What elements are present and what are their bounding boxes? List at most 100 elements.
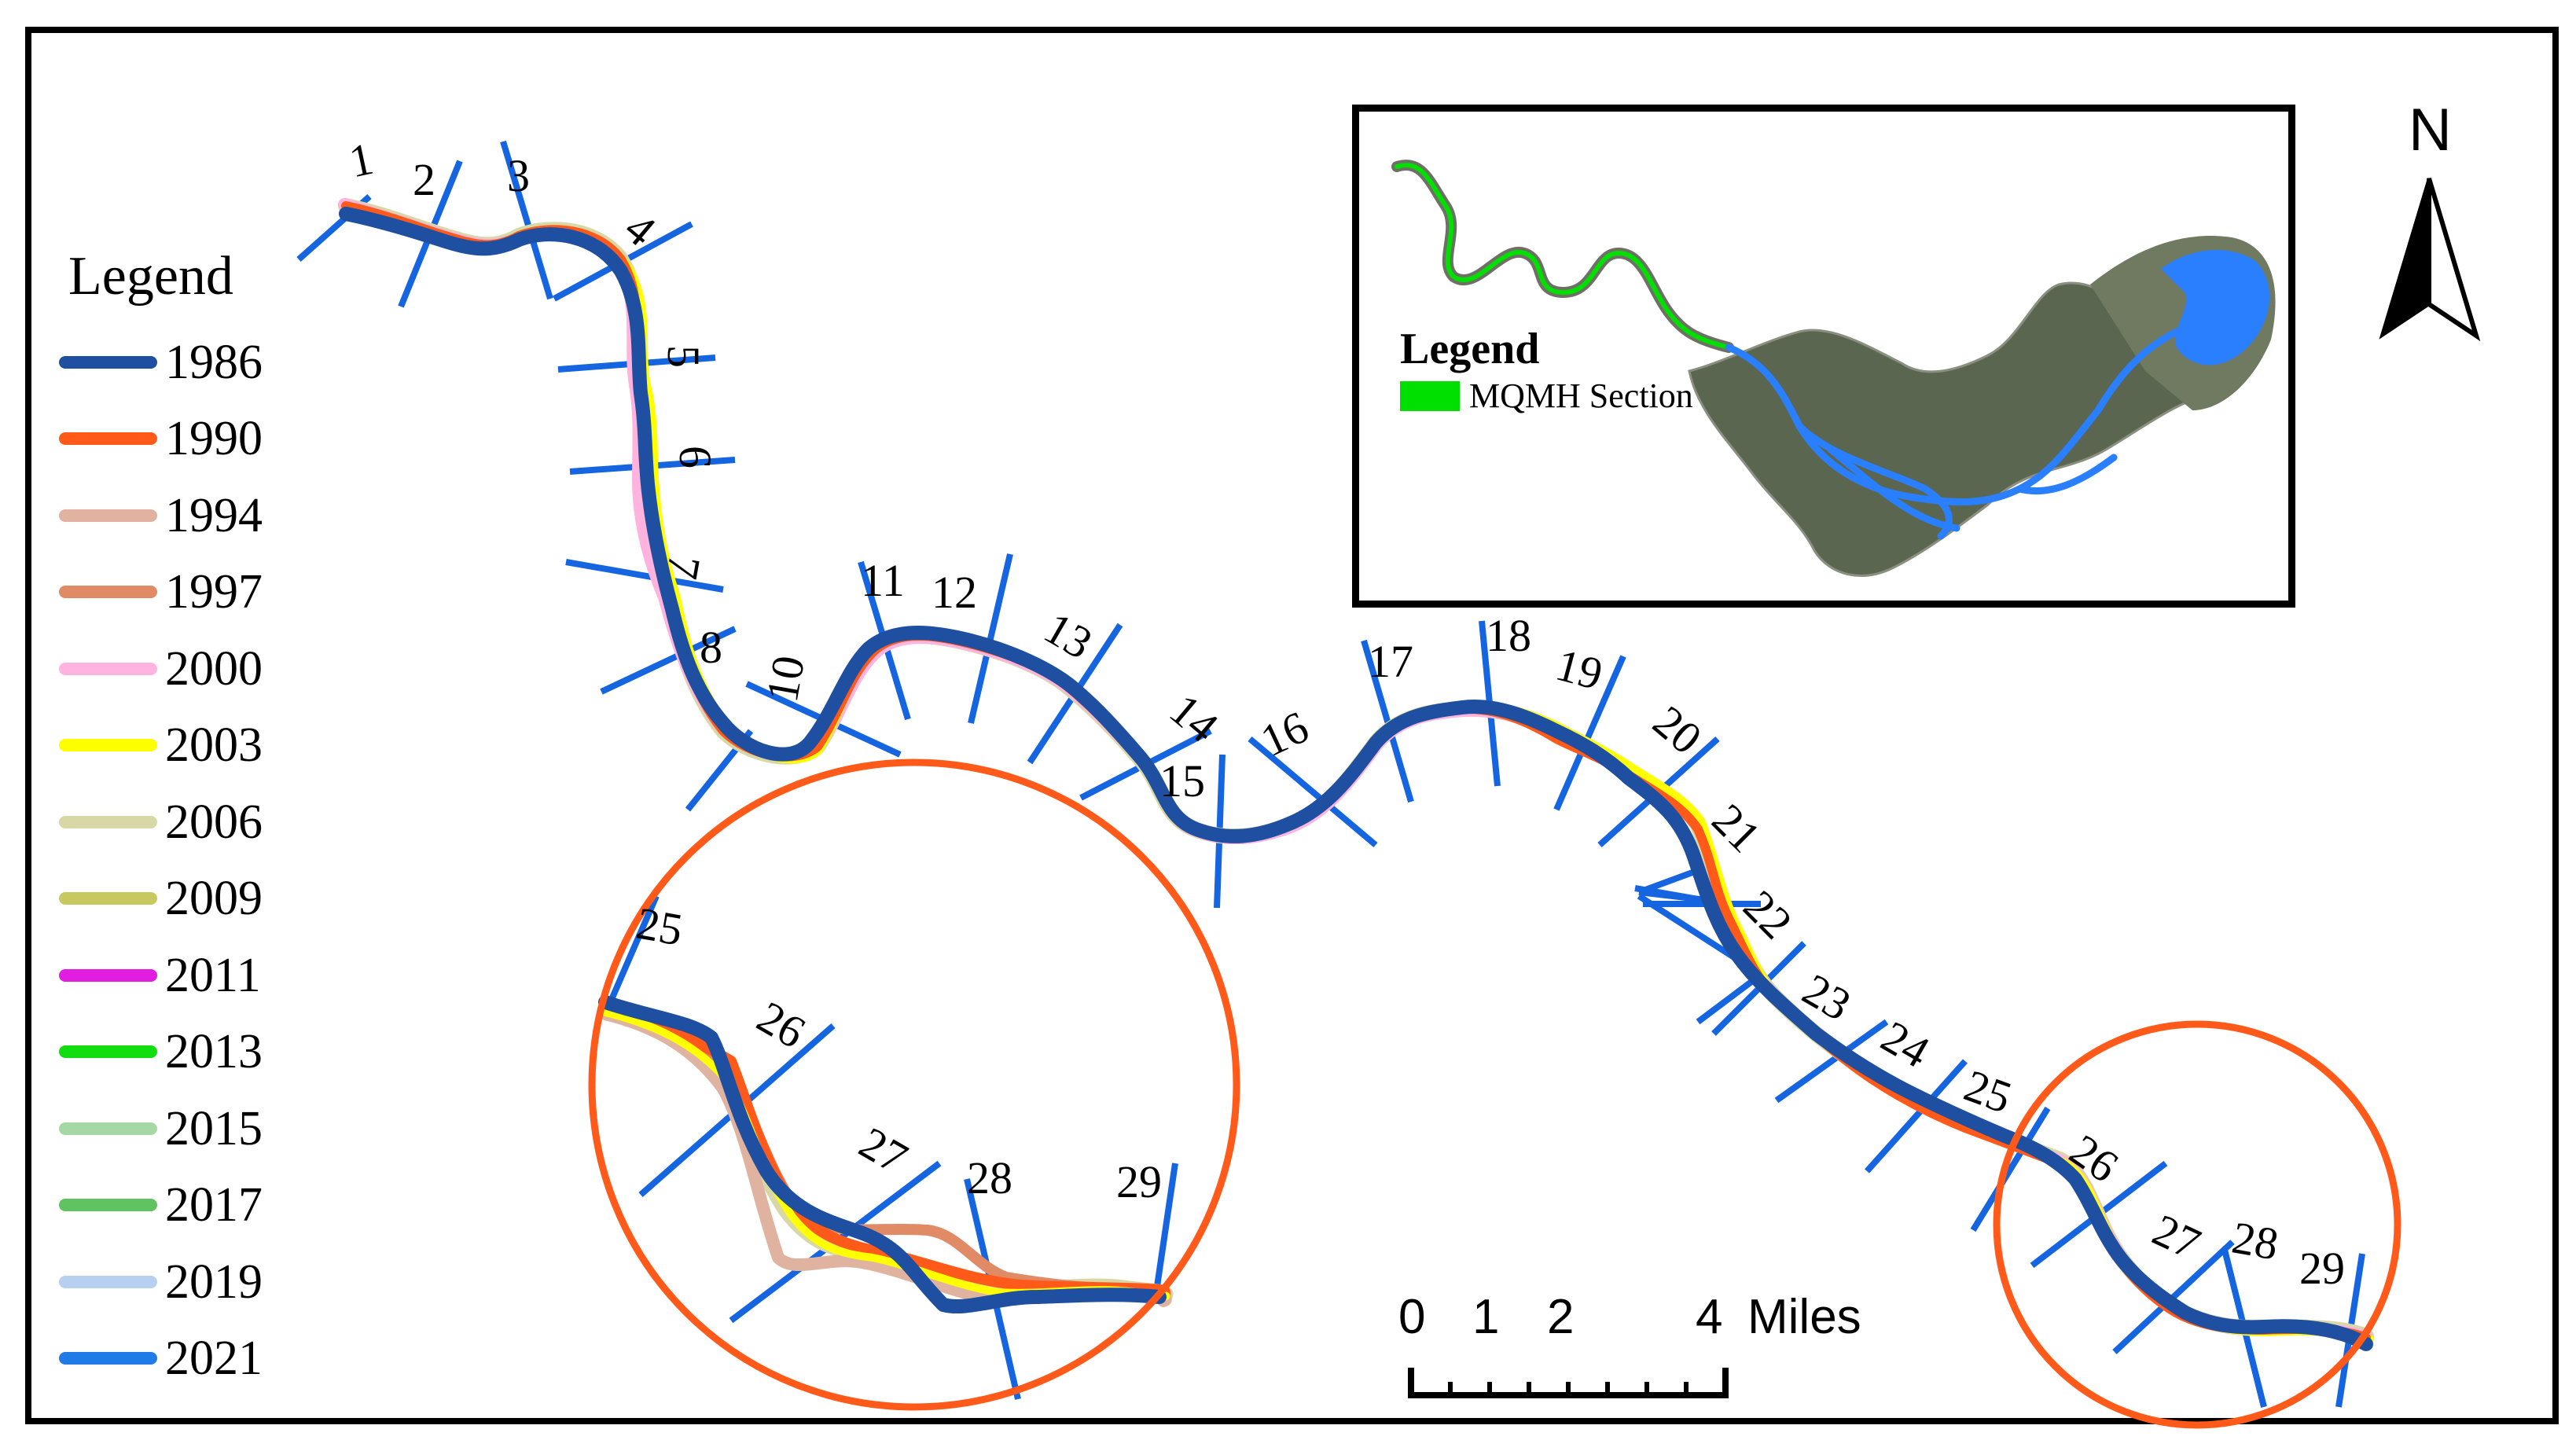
section-label-20: 20 <box>1643 695 1712 765</box>
inset-legend-item: MQMH Section <box>1400 376 1693 416</box>
inset-bay <box>2161 250 2270 366</box>
legend: Legend 1986 1990 1994 1997 2000 2003 2006 2009 2… <box>59 245 318 1397</box>
legend-swatch-2013 <box>59 1045 157 1059</box>
transect-8 <box>600 626 737 695</box>
legend-item-2013: 2013 <box>59 1014 318 1091</box>
transect-25 <box>1865 1059 1968 1174</box>
scale-bar-graphic <box>1408 1368 1729 1398</box>
legend-items: 1986 1990 1994 1997 2000 2003 2006 2009 2011 2013… <box>59 324 318 1397</box>
legend-item-2003: 2003 <box>59 707 318 784</box>
transect-24 <box>1774 1019 1889 1104</box>
zoom-section-label-27: 27 <box>851 1116 917 1185</box>
section-label-25: 25 <box>1957 1060 2019 1123</box>
inset-satellite <box>1391 160 2276 577</box>
legend-swatch-1994 <box>59 509 157 522</box>
zoom-section-label-29: 29 <box>1116 1156 1162 1207</box>
section-label-16: 16 <box>1252 700 1317 767</box>
inset-map: Legend MQMH Section <box>1352 105 2295 608</box>
legend-swatch-2003 <box>59 739 157 752</box>
section-label-24: 24 <box>1872 1010 1938 1078</box>
inset-legend-title: Legend <box>1400 325 1540 373</box>
scale-label-2: 2 <box>1547 1290 1575 1344</box>
section-label-28: 28 <box>2228 1211 2283 1270</box>
legend-item-2000: 2000 <box>59 630 318 707</box>
transect-16 <box>1248 736 1378 848</box>
legend-title: Legend <box>68 246 233 307</box>
section-label-7: 7 <box>656 551 711 583</box>
section-label-19: 19 <box>1550 638 1608 700</box>
legend-label-1997: 1997 <box>165 565 263 619</box>
legend-label-2021: 2021 <box>165 1332 263 1386</box>
zoom-section-label-28: 28 <box>967 1152 1012 1203</box>
zoom-transect-25 <box>602 894 660 1016</box>
legend-label-1990: 1990 <box>165 412 263 466</box>
channel-1986 <box>339 207 2373 1351</box>
scale-unit: Miles <box>1747 1290 1861 1344</box>
legend-item-1994: 1994 <box>59 477 318 554</box>
section-label-12: 12 <box>932 567 977 618</box>
scale-bar: 0 1 2 4 Miles <box>1387 1289 1861 1407</box>
legend-item-1986: 1986 <box>59 324 318 401</box>
legend-label-2006: 2006 <box>165 795 263 849</box>
zoom-section-label-25: 25 <box>632 897 687 956</box>
inset-legend-swatch <box>1400 380 1460 411</box>
legend-swatch-2011 <box>59 968 157 982</box>
zoom-channel-1986 <box>598 995 1167 1314</box>
legend-item-2015: 2015 <box>59 1090 318 1167</box>
legend-item-2017: 2017 <box>59 1167 318 1244</box>
zoom-transect-29 <box>1152 1163 1178 1298</box>
section-label-26: 26 <box>2060 1124 2128 1192</box>
zoom-section-label-26: 26 <box>748 990 814 1059</box>
section-label-21: 21 <box>1702 794 1771 862</box>
legend-label-2015: 2015 <box>165 1101 263 1155</box>
transect-17 <box>1361 639 1414 803</box>
section-label-2: 2 <box>413 154 435 205</box>
section-label-5: 5 <box>658 345 709 368</box>
inset-rivers <box>1725 328 2181 540</box>
transect-26 <box>1970 1106 2051 1232</box>
section-label-4: 4 <box>615 202 666 256</box>
legend-label-2019: 2019 <box>165 1254 263 1309</box>
legend-swatch-2006 <box>59 815 157 828</box>
legend-swatch-1986 <box>59 355 157 369</box>
section-label-11: 11 <box>861 555 905 606</box>
scale-label-4: 4 <box>1696 1290 1723 1344</box>
legend-label-2013: 2013 <box>165 1025 263 1079</box>
legend-label-2009: 2009 <box>165 872 263 926</box>
legend-swatch-1997 <box>59 586 157 599</box>
zoom-circle-small <box>1993 1020 2401 1429</box>
legend-item-1997: 1997 <box>59 554 318 631</box>
section-label-15: 15 <box>1159 755 1205 806</box>
section-label-22: 22 <box>1733 880 1802 949</box>
legend-swatch-2017 <box>59 1199 157 1212</box>
section-label-1: 1 <box>344 132 378 188</box>
transect-3 <box>500 140 553 300</box>
section-label-13: 13 <box>1035 601 1101 670</box>
north-arrow: N <box>2374 96 2484 347</box>
legend-label-2017: 2017 <box>165 1178 263 1232</box>
legend-item-2011: 2011 <box>59 937 318 1014</box>
section-label-18: 18 <box>1486 610 1531 661</box>
legend-swatch-2019 <box>59 1275 157 1288</box>
legend-swatch-2015 <box>59 1122 157 1135</box>
section-label-6: 6 <box>670 446 721 468</box>
legend-swatch-2000 <box>59 662 157 675</box>
legend-label-1986: 1986 <box>165 335 263 389</box>
legend-item-2019: 2019 <box>59 1243 318 1321</box>
section-label-14: 14 <box>1159 683 1229 753</box>
section-label-17: 17 <box>1368 636 1413 687</box>
section-label-27: 27 <box>2144 1203 2209 1270</box>
legend-item-2006: 2006 <box>59 784 318 861</box>
transect-7 <box>565 559 724 593</box>
transect-22f <box>1696 972 1763 1025</box>
transect-19 <box>1553 655 1626 811</box>
section-label-10: 10 <box>755 652 815 706</box>
legend-swatch-2009 <box>59 892 157 905</box>
legend-item-2021: 2021 <box>59 1321 318 1398</box>
north-arrow-icon <box>2379 178 2481 342</box>
legend-label-2003: 2003 <box>165 718 263 773</box>
legend-label-2000: 2000 <box>165 641 263 696</box>
inset-legend-label: MQMH Section <box>1469 377 1693 415</box>
